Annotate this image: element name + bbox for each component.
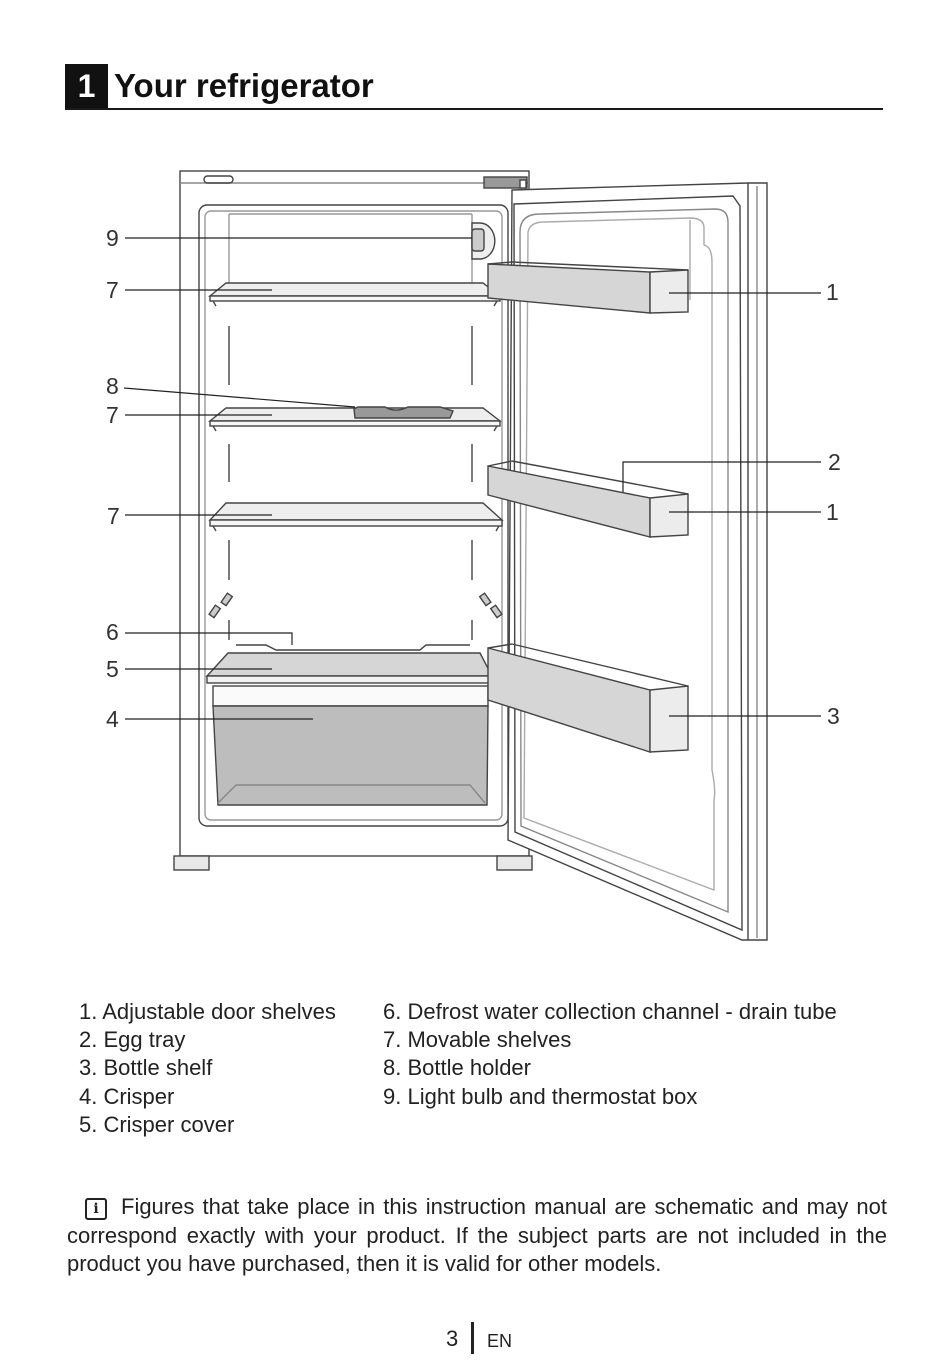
page-title: Your refrigerator [114, 67, 374, 104]
callout-8: 8 [106, 373, 119, 399]
callout-1-middle: 1 [826, 499, 839, 525]
door-bottle-shelf [487, 643, 689, 753]
foot-left [173, 855, 210, 871]
callout-4: 4 [106, 706, 119, 732]
callout-5: 5 [106, 656, 119, 682]
drain-channel [236, 644, 470, 651]
legend-right: 6. Defrost water collection channel - dr… [383, 998, 837, 1111]
leader-8 [123, 387, 356, 408]
legend-item: 7. Movable shelves [383, 1027, 572, 1053]
hinge-top [483, 176, 528, 189]
legend-item: 1. Adjustable door shelves [79, 999, 336, 1024]
callout-7-lower: 7 [107, 503, 120, 529]
refrigerator-diagram [123, 170, 821, 941]
section-header: 1 Your refrigerator [65, 64, 883, 110]
leader-r2 [622, 461, 821, 492]
footer-divider [471, 1322, 474, 1354]
crisper-cover [205, 652, 494, 684]
shelf-middle [208, 406, 503, 432]
callout-7-top: 7 [106, 277, 119, 303]
top-slot [203, 175, 234, 184]
bottle-holder [353, 406, 454, 419]
legend-left: 1. Adjustable door shelves 2. Egg tray 3… [79, 998, 336, 1139]
crisper [212, 685, 489, 806]
door-shelf-middle [487, 460, 689, 538]
note-text: Figures that take place in this instruct… [67, 1194, 887, 1276]
shelf-lower [208, 502, 504, 532]
callout-9: 9 [106, 225, 119, 251]
leader-6 [125, 632, 293, 645]
legend-item: 6. Defrost water collection channel - dr… [383, 999, 837, 1024]
section-number: 1 [65, 64, 108, 108]
legend-item: 8. Bottle holder [383, 1055, 531, 1081]
page-number: 3 [446, 1326, 459, 1351]
callout-3: 3 [827, 703, 840, 729]
callout-1-top: 1 [826, 279, 839, 305]
info-icon: i [85, 1198, 107, 1220]
legend-item: 3. Bottle shelf [79, 1055, 213, 1081]
legend-item: 4. Crisper [79, 1083, 175, 1109]
door-shelf-top [487, 261, 689, 314]
callout-6: 6 [106, 619, 119, 645]
language-code: EN [487, 1331, 513, 1351]
callout-2: 2 [828, 449, 841, 475]
legend-item: 5. Crisper cover [79, 1111, 235, 1137]
legend-item: 2. Egg tray [79, 1027, 186, 1053]
foot-right [496, 855, 533, 871]
legend-item: 9. Light bulb and thermostat box [383, 1083, 698, 1109]
callout-7-middle: 7 [106, 402, 119, 428]
